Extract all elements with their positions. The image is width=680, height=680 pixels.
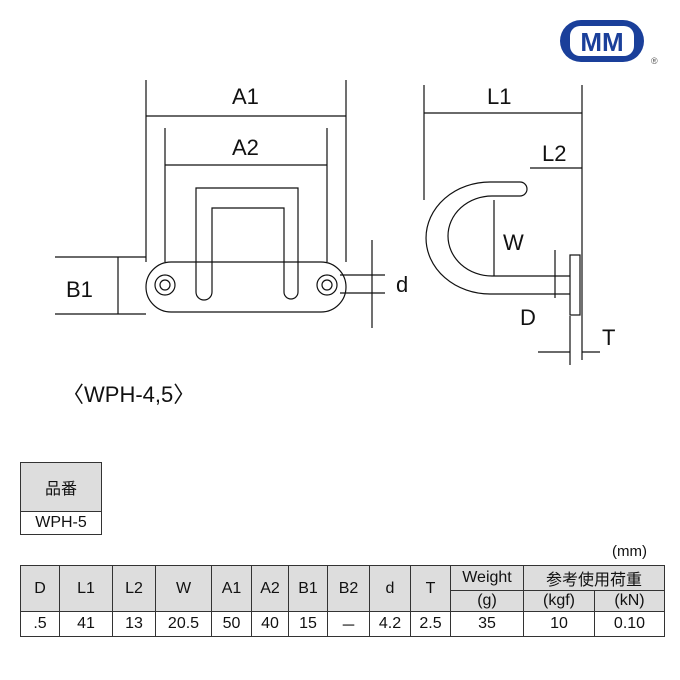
col-header: A2	[251, 565, 289, 612]
col-header-weight: Weight	[450, 565, 524, 591]
cell: 13	[112, 611, 156, 637]
logo: MM ®	[560, 20, 658, 66]
part-header: 品番	[20, 462, 102, 512]
svg-text:A2: A2	[232, 135, 259, 160]
cell: 2.5	[410, 611, 451, 637]
part-number-table: 品番 WPH-5	[20, 462, 102, 535]
cell: 15	[288, 611, 328, 637]
spec-table: D L1 L2 W A1 A2 B1 B2 d T Weight 参考使用荷重 …	[20, 565, 665, 637]
unit-label: (mm)	[612, 543, 647, 560]
side-view	[423, 85, 600, 365]
cell: 10	[523, 611, 595, 637]
col-header: W	[155, 565, 212, 612]
col-header: T	[410, 565, 451, 612]
cell: 41	[59, 611, 113, 637]
load-unit-kn: (kN)	[594, 590, 665, 612]
col-header: d	[369, 565, 411, 612]
table-row: .5 41 13 20.5 50 40 15 － 4.2 2.5 35 10 0…	[20, 611, 665, 637]
front-view	[55, 80, 385, 328]
svg-text:L2: L2	[542, 141, 566, 166]
cell: 0.10	[594, 611, 665, 637]
col-header: L2	[112, 565, 156, 612]
cell: 35	[450, 611, 524, 637]
dimension-labels: A1 A2 B1 d L1 L2 W D T	[66, 84, 615, 350]
cell: 40	[251, 611, 289, 637]
svg-text:D: D	[520, 305, 536, 330]
cell: 50	[211, 611, 252, 637]
cell: －	[327, 611, 370, 637]
svg-text:®: ®	[651, 56, 658, 66]
col-header: D	[20, 565, 60, 612]
svg-text:T: T	[602, 325, 615, 350]
cell: .5	[20, 611, 60, 637]
svg-text:d: d	[396, 272, 408, 297]
svg-text:MM: MM	[580, 27, 623, 57]
weight-unit: (g)	[450, 590, 524, 612]
cell: 20.5	[155, 611, 212, 637]
cell: 4.2	[369, 611, 411, 637]
load-unit-kgf: (kgf)	[523, 590, 595, 612]
col-header-load: 参考使用荷重	[523, 565, 665, 591]
svg-text:A1: A1	[232, 84, 259, 109]
col-header: B1	[288, 565, 328, 612]
svg-text:W: W	[503, 230, 524, 255]
svg-text:L1: L1	[487, 84, 511, 109]
drawing-caption: 〈WPH-4,5〉	[62, 382, 196, 407]
part-value: WPH-5	[20, 511, 102, 535]
col-header: A1	[211, 565, 252, 612]
col-header: L1	[59, 565, 113, 612]
svg-text:B1: B1	[66, 277, 93, 302]
col-header: B2	[327, 565, 370, 612]
